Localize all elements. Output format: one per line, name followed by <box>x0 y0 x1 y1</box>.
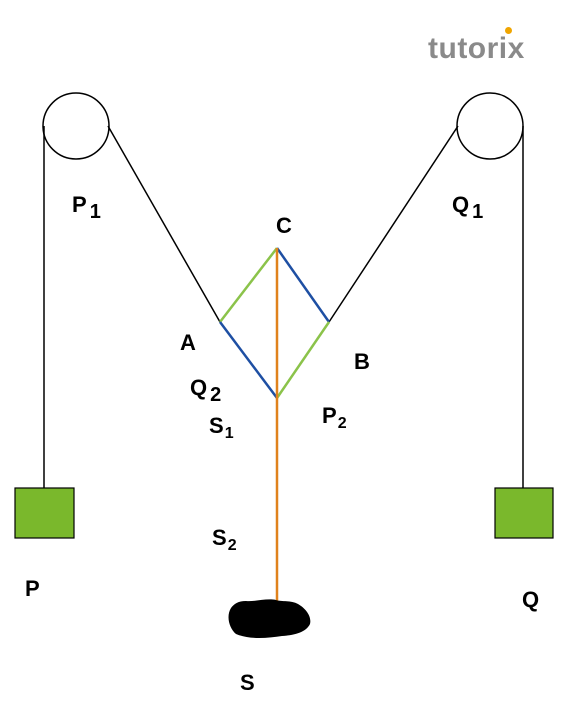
logo-accent-dot <box>505 27 512 34</box>
string-B-bottom-green <box>275 321 331 399</box>
tutorix-logo: tutorix <box>428 32 525 65</box>
string-AC-green <box>219 247 278 323</box>
label-Q: Q <box>522 587 540 612</box>
string-CB-blue <box>275 247 331 323</box>
label-P: P <box>25 576 40 601</box>
label-S1: S1 <box>209 413 234 442</box>
string-pulley-left-to-A <box>107 125 221 323</box>
pulley-right <box>456 92 524 160</box>
label-A: A <box>180 330 196 355</box>
stone-S <box>228 599 311 638</box>
label-P2: P2 <box>322 403 347 432</box>
label-C: C <box>276 213 292 238</box>
mass-P <box>14 487 75 539</box>
pulley-left <box>42 92 110 160</box>
label-S2: S2 <box>212 525 237 554</box>
label-B: B <box>354 349 370 374</box>
string-pulley-right-to-B <box>328 125 459 323</box>
mass-Q <box>494 487 554 539</box>
string-A-bottom-blue <box>219 321 278 399</box>
label-S: S <box>240 670 255 695</box>
